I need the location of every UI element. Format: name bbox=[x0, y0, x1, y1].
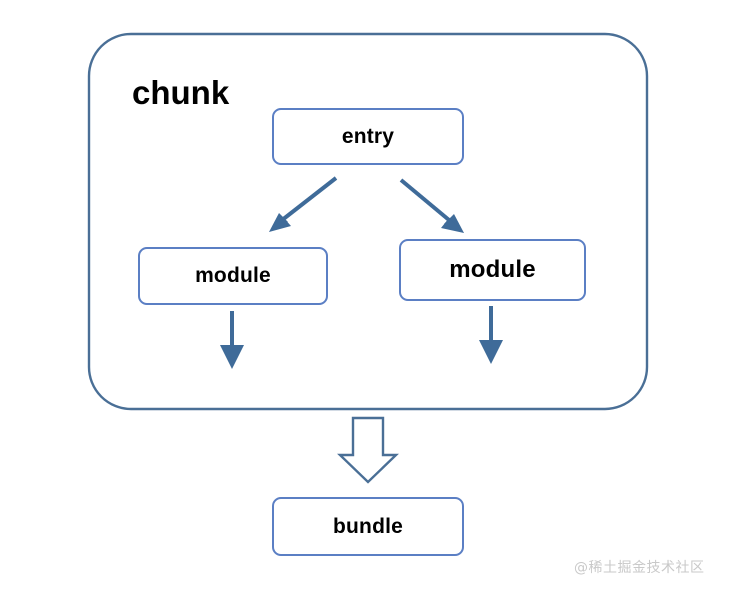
chunk-container bbox=[87, 32, 649, 411]
connector-entry-to-module-left bbox=[269, 176, 338, 232]
connector-module-right-down bbox=[479, 306, 503, 364]
node-module-right-label: module bbox=[449, 256, 536, 283]
node-bundle[interactable]: bundle bbox=[272, 497, 464, 556]
node-module-left-label: module bbox=[195, 264, 271, 287]
node-module-right[interactable]: module bbox=[399, 239, 586, 301]
node-module-left[interactable]: module bbox=[138, 247, 328, 305]
chunk-title-label: chunk bbox=[132, 74, 230, 111]
node-entry-label: entry bbox=[341, 124, 395, 148]
connector-entry-to-module-right bbox=[399, 178, 464, 233]
node-entry[interactable]: entry bbox=[272, 108, 464, 165]
watermark-text: @稀土掘金技术社区 bbox=[574, 560, 705, 576]
connector-module-left-down bbox=[220, 311, 244, 369]
node-bundle-label: bundle bbox=[332, 514, 404, 538]
connector-chunk-to-bundle bbox=[337, 416, 399, 484]
